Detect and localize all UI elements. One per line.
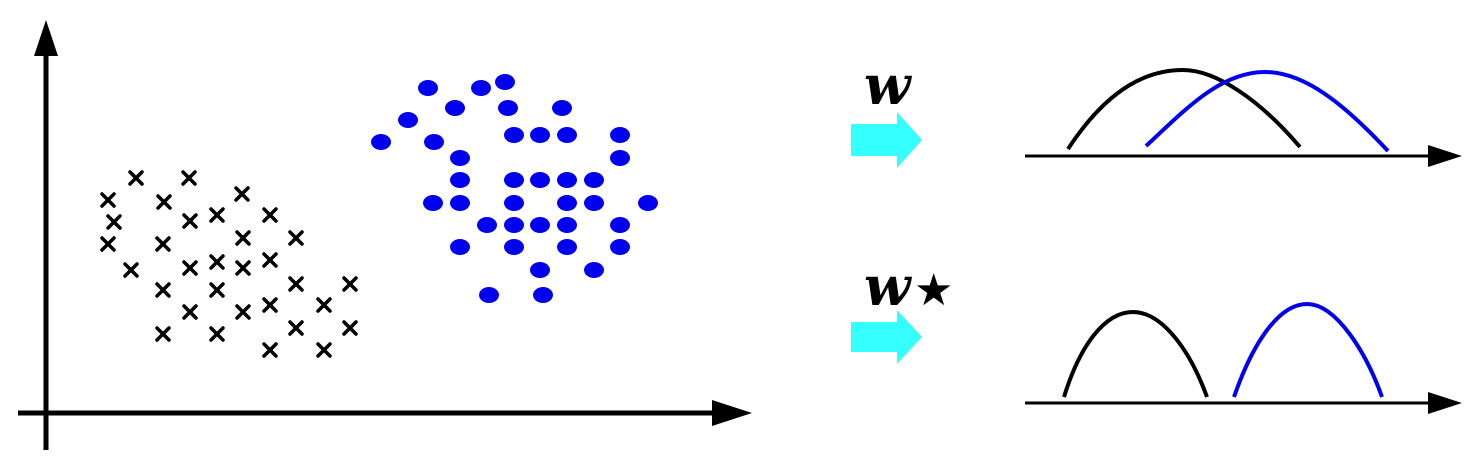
dot-marker bbox=[530, 262, 550, 278]
x-marker bbox=[262, 207, 278, 223]
dot-marker bbox=[371, 134, 391, 150]
class-dot-markers bbox=[371, 74, 658, 303]
x-marker bbox=[181, 170, 197, 186]
x-marker bbox=[209, 282, 225, 298]
dot-marker bbox=[450, 239, 470, 255]
x-marker bbox=[262, 297, 278, 313]
x-marker bbox=[316, 342, 332, 358]
x-marker bbox=[235, 260, 251, 276]
dot-marker bbox=[479, 287, 499, 303]
right-arrow-icon bbox=[851, 310, 922, 364]
x-marker bbox=[209, 207, 225, 223]
dot-marker bbox=[610, 217, 630, 233]
dot-marker bbox=[610, 150, 630, 166]
dot-marker bbox=[557, 217, 577, 233]
dot-marker bbox=[533, 287, 553, 303]
right-arrow-icon bbox=[851, 112, 922, 168]
x-marker bbox=[100, 236, 116, 252]
bottom-class-x-distribution bbox=[1062, 309, 1209, 398]
x-marker bbox=[288, 320, 304, 336]
x-marker bbox=[182, 304, 198, 320]
top-projection-axis-arrowhead bbox=[1428, 145, 1462, 167]
dot-marker bbox=[450, 195, 470, 211]
dot-marker bbox=[610, 239, 630, 255]
x-marker bbox=[235, 304, 251, 320]
projection-wstar-group: w ★ bbox=[851, 254, 1462, 414]
x-marker bbox=[123, 262, 139, 278]
top-class-dot-distribution bbox=[1144, 69, 1390, 153]
x-marker bbox=[106, 214, 122, 230]
dot-marker bbox=[418, 80, 438, 96]
x-marker bbox=[288, 276, 304, 292]
x-marker bbox=[155, 326, 171, 342]
x-marker bbox=[288, 230, 304, 246]
dot-marker bbox=[530, 172, 550, 188]
dot-marker bbox=[557, 239, 577, 255]
dot-marker bbox=[445, 100, 465, 116]
dot-marker bbox=[504, 195, 524, 211]
x-marker bbox=[156, 194, 172, 210]
x-marker bbox=[234, 186, 250, 202]
dot-marker bbox=[584, 262, 604, 278]
dot-marker bbox=[471, 80, 491, 96]
dot-marker bbox=[398, 112, 418, 128]
x-marker bbox=[155, 236, 171, 252]
x-marker bbox=[342, 276, 358, 292]
dot-marker bbox=[610, 127, 630, 143]
x-marker bbox=[262, 342, 278, 358]
x-marker bbox=[235, 230, 251, 246]
bottom-projection-axis-arrowhead bbox=[1428, 392, 1462, 414]
dot-marker bbox=[557, 172, 577, 188]
x-marker bbox=[100, 192, 116, 208]
dot-marker bbox=[477, 217, 497, 233]
dot-marker bbox=[498, 100, 518, 116]
dot-marker bbox=[530, 217, 550, 233]
x-marker bbox=[342, 320, 358, 336]
scatter-axes bbox=[18, 20, 752, 450]
x-marker bbox=[155, 282, 171, 298]
dot-marker bbox=[584, 172, 604, 188]
dot-marker bbox=[495, 74, 515, 90]
dot-marker bbox=[504, 217, 524, 233]
x-marker bbox=[128, 170, 144, 186]
dot-marker bbox=[450, 172, 470, 188]
dot-marker bbox=[584, 195, 604, 211]
dot-marker bbox=[504, 172, 524, 188]
dot-marker bbox=[450, 150, 470, 166]
projection-wstar-label: w bbox=[864, 254, 913, 318]
dot-marker bbox=[504, 127, 524, 143]
class-x-markers bbox=[100, 170, 358, 358]
x-marker bbox=[209, 326, 225, 342]
projection-w-label: w bbox=[864, 53, 913, 117]
x-marker bbox=[316, 297, 332, 313]
dot-marker bbox=[530, 127, 550, 143]
dot-marker bbox=[557, 195, 577, 211]
dot-marker bbox=[557, 127, 577, 143]
bottom-class-dot-distribution bbox=[1232, 301, 1384, 398]
x-marker bbox=[182, 213, 198, 229]
y-axis-arrowhead bbox=[34, 20, 58, 56]
dot-marker bbox=[552, 100, 572, 116]
top-class-x-distribution bbox=[1066, 67, 1302, 151]
dot-marker bbox=[638, 195, 658, 211]
x-marker bbox=[262, 252, 278, 268]
x-marker bbox=[209, 254, 225, 270]
x-axis-arrowhead bbox=[712, 400, 752, 426]
dot-marker bbox=[423, 195, 443, 211]
x-marker bbox=[182, 260, 198, 276]
star-icon: ★ bbox=[914, 265, 953, 316]
dot-marker bbox=[424, 134, 444, 150]
projection-w-group: w bbox=[851, 53, 1462, 168]
dot-marker bbox=[504, 239, 524, 255]
